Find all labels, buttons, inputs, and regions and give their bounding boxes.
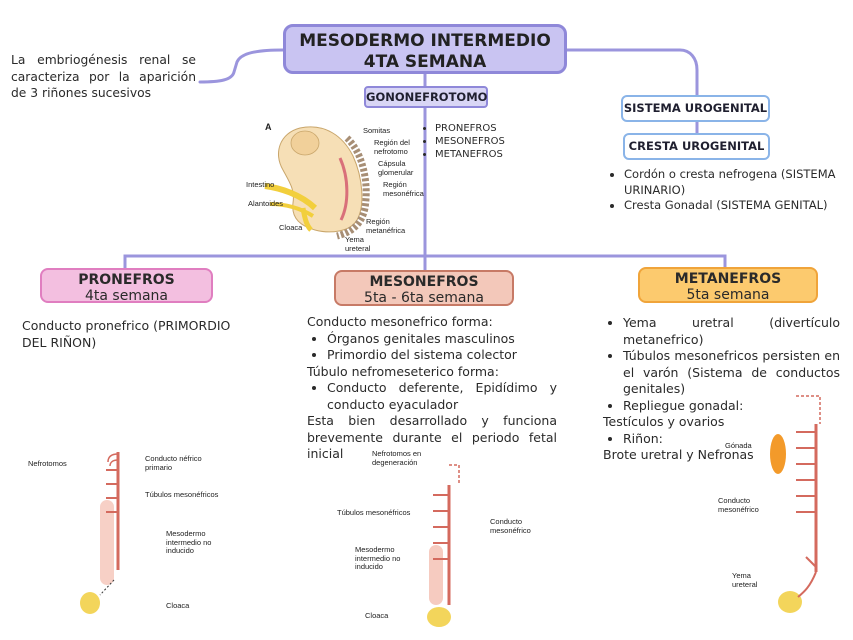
pronefros-week: 4ta semana — [84, 288, 168, 304]
list-item: Conducto deferente, Epidídimo y conducto… — [327, 380, 557, 413]
figure-label: Yema ureteral — [732, 571, 758, 589]
list-item: Primordio del sistema colector — [327, 347, 557, 364]
figure-label: Nefrotomos en degeneración — [372, 449, 422, 467]
list-item: Repliegue gonadal: — [623, 398, 840, 415]
figure-label: Cloaca — [166, 601, 190, 610]
mesonefros-line: Conducto mesonefrico forma: — [307, 314, 493, 329]
figure-label: Región metanéfrica — [366, 217, 406, 235]
figure-label: Mesodermo intermedio no inducido — [166, 529, 212, 555]
pronefros-figure — [80, 452, 120, 614]
figure-label: Somitas — [363, 126, 391, 135]
pronefros-box: PRONEFROS 4ta semana — [40, 268, 213, 304]
gononefrotomo-list: PRONEFROS MESONEFROS METANEFROS — [415, 122, 505, 161]
figure-label: Conducto mesonéfrico — [718, 496, 759, 514]
figure-label: Cloaca — [279, 223, 303, 232]
list-item: MESONEFROS — [435, 135, 505, 148]
list-item: Yema uretral (divertículo metanefrico) — [623, 315, 840, 348]
sistema-urogenital-tag: SISTEMA UROGENITAL — [621, 95, 770, 122]
figure-label: Región mesonéfrica — [383, 180, 424, 198]
title-line-2: 4TA SEMANA — [363, 52, 487, 72]
figure-label: Alantoides — [248, 199, 284, 208]
mesonefros-figure — [427, 464, 460, 627]
figure-label: Conducto mesonéfrico — [490, 517, 531, 535]
urogenital-list: Cordón o cresta nefrogena (SISTEMA URINA… — [604, 167, 839, 214]
mesonefros-text: Conducto mesonefrico forma: Órganos geni… — [307, 314, 557, 463]
list-item: Túbulos mesonefricos persisten en el var… — [623, 348, 840, 398]
main-title: MESODERMO INTERMEDIO 4TA SEMANA — [283, 24, 567, 74]
title-line-1: MESODERMO INTERMEDIO — [299, 31, 551, 51]
figure-letter: A — [265, 122, 272, 132]
metanefros-text: Yema uretral (divertículo metanefrico) T… — [603, 315, 840, 464]
mesonefros-line: Túbulo nefromeseterico forma: — [307, 363, 499, 379]
list-item: Riñon: — [623, 431, 840, 448]
metanefros-line: Brote uretral y Nefronas — [603, 447, 754, 462]
metanefros-week: 5ta semana — [686, 287, 770, 303]
figure-label: Cápsula glomerular — [378, 159, 414, 177]
intro-note: La embriogénesis renal se caracteriza po… — [11, 53, 196, 100]
mesonefros-title: MESONEFROS — [369, 274, 479, 290]
figure-label: Gónada — [725, 441, 752, 450]
cresta-urogenital-tag: CRESTA UROGENITAL — [623, 133, 770, 160]
gononefrotomo-tag: GONONEFROTOMO — [364, 86, 488, 108]
figure-label: Cloaca — [365, 611, 389, 620]
figure-label: Conducto néfrico primario — [145, 454, 202, 472]
embryo-figure — [264, 126, 370, 240]
metanefros-title: METANEFROS — [674, 271, 782, 287]
figure-label: Intestino — [246, 180, 275, 189]
metanefros-box: METANEFROS 5ta semana — [638, 267, 818, 303]
pronefros-title: PRONEFROS — [78, 272, 175, 288]
list-item: METANEFROS — [435, 148, 505, 161]
mesonefros-line: Esta bien desarrollado y funciona brevem… — [307, 413, 557, 461]
list-item: PRONEFROS — [435, 122, 505, 135]
figure-label: Yema ureteral — [345, 235, 371, 253]
metanefros-figure — [770, 395, 821, 613]
list-item: Cordón o cresta nefrogena (SISTEMA URINA… — [624, 167, 839, 198]
metanefros-line: Testículos y ovarios — [603, 414, 725, 429]
mesonefros-week: 5ta - 6ta semana — [364, 290, 484, 306]
figure-label: Mesodermo intermedio no inducido — [355, 545, 401, 571]
figure-label: Túbulos mesonéfricos — [337, 508, 411, 517]
list-item: Órganos genitales masculinos — [327, 331, 557, 348]
pronefros-text: Conducto pronefrico (PRIMORDIO DEL RIÑON… — [22, 318, 231, 350]
figure-label: Región del nefrotomo — [374, 138, 410, 156]
figure-label: Nefrotomos — [28, 459, 67, 468]
figure-label: Túbulos mesonéfricos — [145, 490, 219, 499]
mesonefros-box: MESONEFROS 5ta - 6ta semana — [334, 270, 514, 306]
list-item: Cresta Gonadal (SISTEMA GENITAL) — [624, 198, 839, 214]
